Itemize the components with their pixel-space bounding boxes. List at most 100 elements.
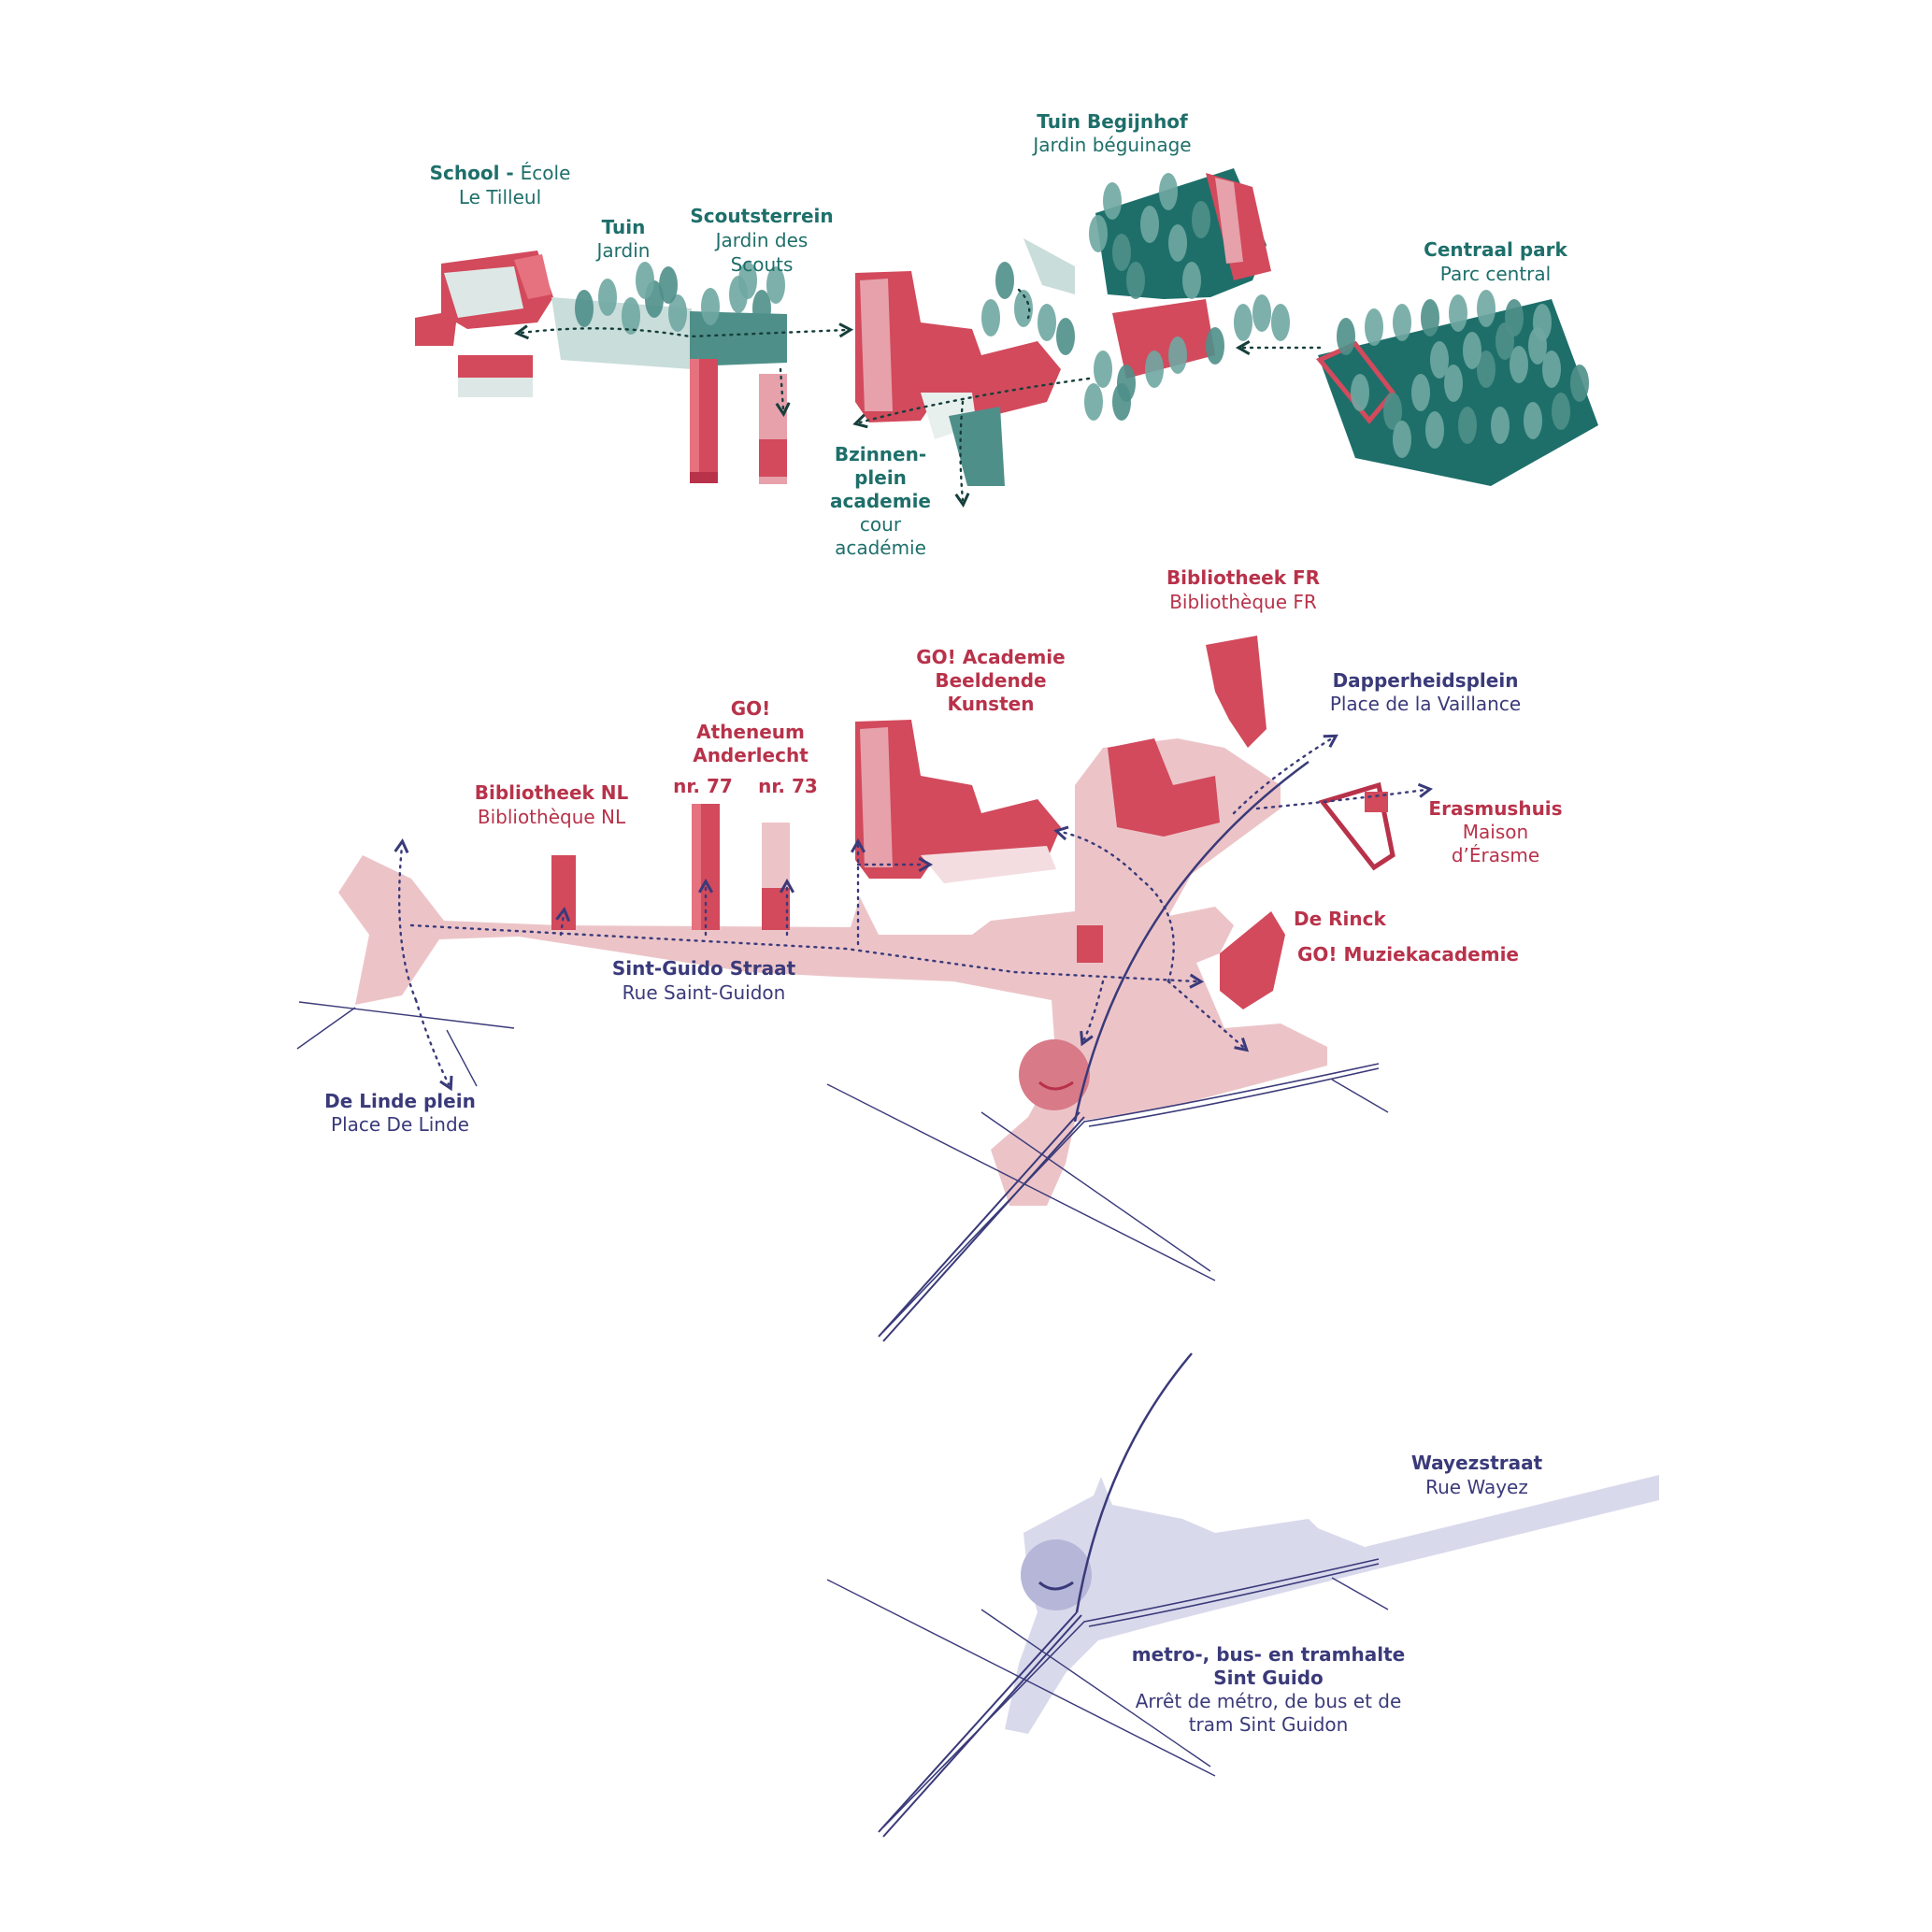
tree-icon <box>1252 294 1271 332</box>
tree-icon <box>1112 234 1131 271</box>
sint-guido-straat-label-fr: Rue Saint-Guidon <box>623 981 786 1004</box>
tree-icon <box>1337 318 1355 355</box>
public-walking-paths <box>394 734 1434 1092</box>
tree-icon <box>1430 341 1449 379</box>
tree-icon <box>1393 304 1411 341</box>
tree-icon <box>1351 374 1369 411</box>
tree-icon <box>1140 206 1159 243</box>
academie-buildings-top <box>855 271 1061 486</box>
scoutsterrein-label: Scoutsterrein <box>690 205 833 227</box>
tree-icon <box>1089 215 1108 252</box>
school-label-line2: Le Tilleul <box>459 186 541 208</box>
svg-text:School - École: School - École <box>430 162 571 184</box>
tree-icon <box>1542 351 1561 388</box>
wayezstraat-band <box>1365 1475 1659 1570</box>
tuin-label-fr: Jardin <box>595 239 651 262</box>
bibliotheek-nl-label-fr: Bibliothèque NL <box>478 806 626 828</box>
tree-icon <box>1038 304 1056 341</box>
bzinnenplein-label-2: plein <box>854 466 907 489</box>
tree-icon <box>1112 383 1131 421</box>
halte-label-2: Sint Guido <box>1213 1667 1324 1689</box>
atheneum-label-2: Atheneum <box>696 721 805 743</box>
tree-icon <box>1168 224 1187 262</box>
metro-station-circle <box>1019 1039 1090 1110</box>
bibliotheek-fr-label: Bibliotheek FR <box>1166 566 1320 589</box>
tree-icon <box>1103 182 1122 220</box>
tree-icon <box>1182 262 1201 299</box>
tree-icon <box>1510 346 1528 383</box>
scoutsterrein-label-fr1: Jardin des <box>714 229 809 251</box>
de-linde-plein-label: De Linde plein <box>324 1090 476 1112</box>
tree-icon <box>1528 327 1547 365</box>
public-space-layer: Bibliotheek FR Bibliothèque FR GO! Acade… <box>296 566 1563 1342</box>
de-linde-plein-label-fr: Place De Linde <box>331 1113 469 1136</box>
tree-icon <box>1393 421 1411 458</box>
tree-icon <box>1168 336 1187 374</box>
school-le-tilleul-buildings <box>415 250 553 397</box>
tree-icon <box>1234 304 1252 341</box>
tram-lines-bottom <box>826 1352 1389 1838</box>
green-walking-paths <box>513 288 1324 508</box>
tree-icon <box>1477 351 1496 388</box>
atheneum-label-1: GO! <box>731 697 771 720</box>
bzinnenplein-label-3: academie <box>830 490 931 512</box>
tree-icon <box>1496 322 1514 360</box>
bzinnenplein-label-1: Bzinnen- <box>835 443 926 465</box>
tree-icon <box>575 290 594 327</box>
tuin-begijnhof-label: Tuin Begijnhof <box>1037 110 1188 133</box>
tree-icon <box>636 262 654 299</box>
tree-icon <box>1383 393 1402 430</box>
tree-icon <box>598 279 617 316</box>
tree-icon <box>1411 374 1430 411</box>
school-label-fr: École <box>521 162 571 184</box>
tree-icon <box>701 288 720 325</box>
tree-icon <box>738 262 757 299</box>
tree-icon <box>1365 308 1383 346</box>
academie-label-1: GO! Academie <box>916 646 1065 668</box>
erasmushuis-label-fr2: d’Érasme <box>1452 844 1539 866</box>
bzinnenplein-label-fr1: cour <box>860 513 902 536</box>
tree-icon-cluster <box>575 173 1589 458</box>
wayezstraat-label-fr: Rue Wayez <box>1425 1476 1528 1498</box>
tree-icon <box>1524 402 1542 439</box>
tree-icon <box>1192 201 1210 238</box>
academie-label-3: Kunsten <box>948 693 1035 715</box>
tree-icon <box>1421 299 1439 336</box>
erasmushuis-label: Erasmushuis <box>1428 797 1562 820</box>
tree-icon <box>1449 294 1467 332</box>
tree-icon <box>1444 365 1463 402</box>
tree-icon <box>1145 351 1164 388</box>
halte-label-fr2: tram Sint Guidon <box>1189 1713 1349 1736</box>
transport-layer: Wayezstraat Rue Wayez metro-, bus- en tr… <box>826 1352 1659 1838</box>
centraal-park-label-fr: Parc central <box>1440 263 1551 285</box>
tree-icon <box>1159 173 1178 210</box>
tree-icon <box>1094 351 1112 388</box>
bibliotheek-nl-label: Bibliotheek NL <box>475 781 629 804</box>
tree-icon <box>1084 383 1103 421</box>
tree-icon <box>1491 407 1510 444</box>
tree-icon <box>1477 290 1496 327</box>
tram-lines-middle <box>296 760 1389 1342</box>
atheneum-nr77-label: nr. 77 <box>673 775 733 797</box>
sint-guido-straat-label: Sint-Guido Straat <box>612 957 796 980</box>
centraal-park-label: Centraal park <box>1424 238 1567 261</box>
tree-icon <box>622 297 640 335</box>
tree-icon <box>1552 393 1570 430</box>
tree-icon <box>1126 262 1145 299</box>
tree-icon <box>668 294 687 332</box>
muziekacademie-label: GO! Muziekacademie <box>1297 943 1519 966</box>
tree-icon <box>1570 365 1589 402</box>
de-rinck-label: De Rinck <box>1294 908 1386 930</box>
tree-icon <box>1463 332 1481 369</box>
tree-icon <box>1458 407 1477 444</box>
dapperheidsplein-label: Dapperheidsplein <box>1333 669 1519 692</box>
bzinnenplein-label-fr2: académie <box>835 537 926 559</box>
erasmushuis-label-fr1: Maison <box>1463 821 1528 843</box>
tree-icon <box>995 262 1014 299</box>
school-label: School - <box>430 162 521 184</box>
halte-label-fr1: Arrêt de métro, de bus et de <box>1136 1690 1402 1712</box>
academie-label-2: Beeldende <box>935 669 1046 692</box>
tree-icon <box>1056 318 1075 355</box>
tree-icon <box>766 266 785 304</box>
tree-icon <box>659 266 678 304</box>
